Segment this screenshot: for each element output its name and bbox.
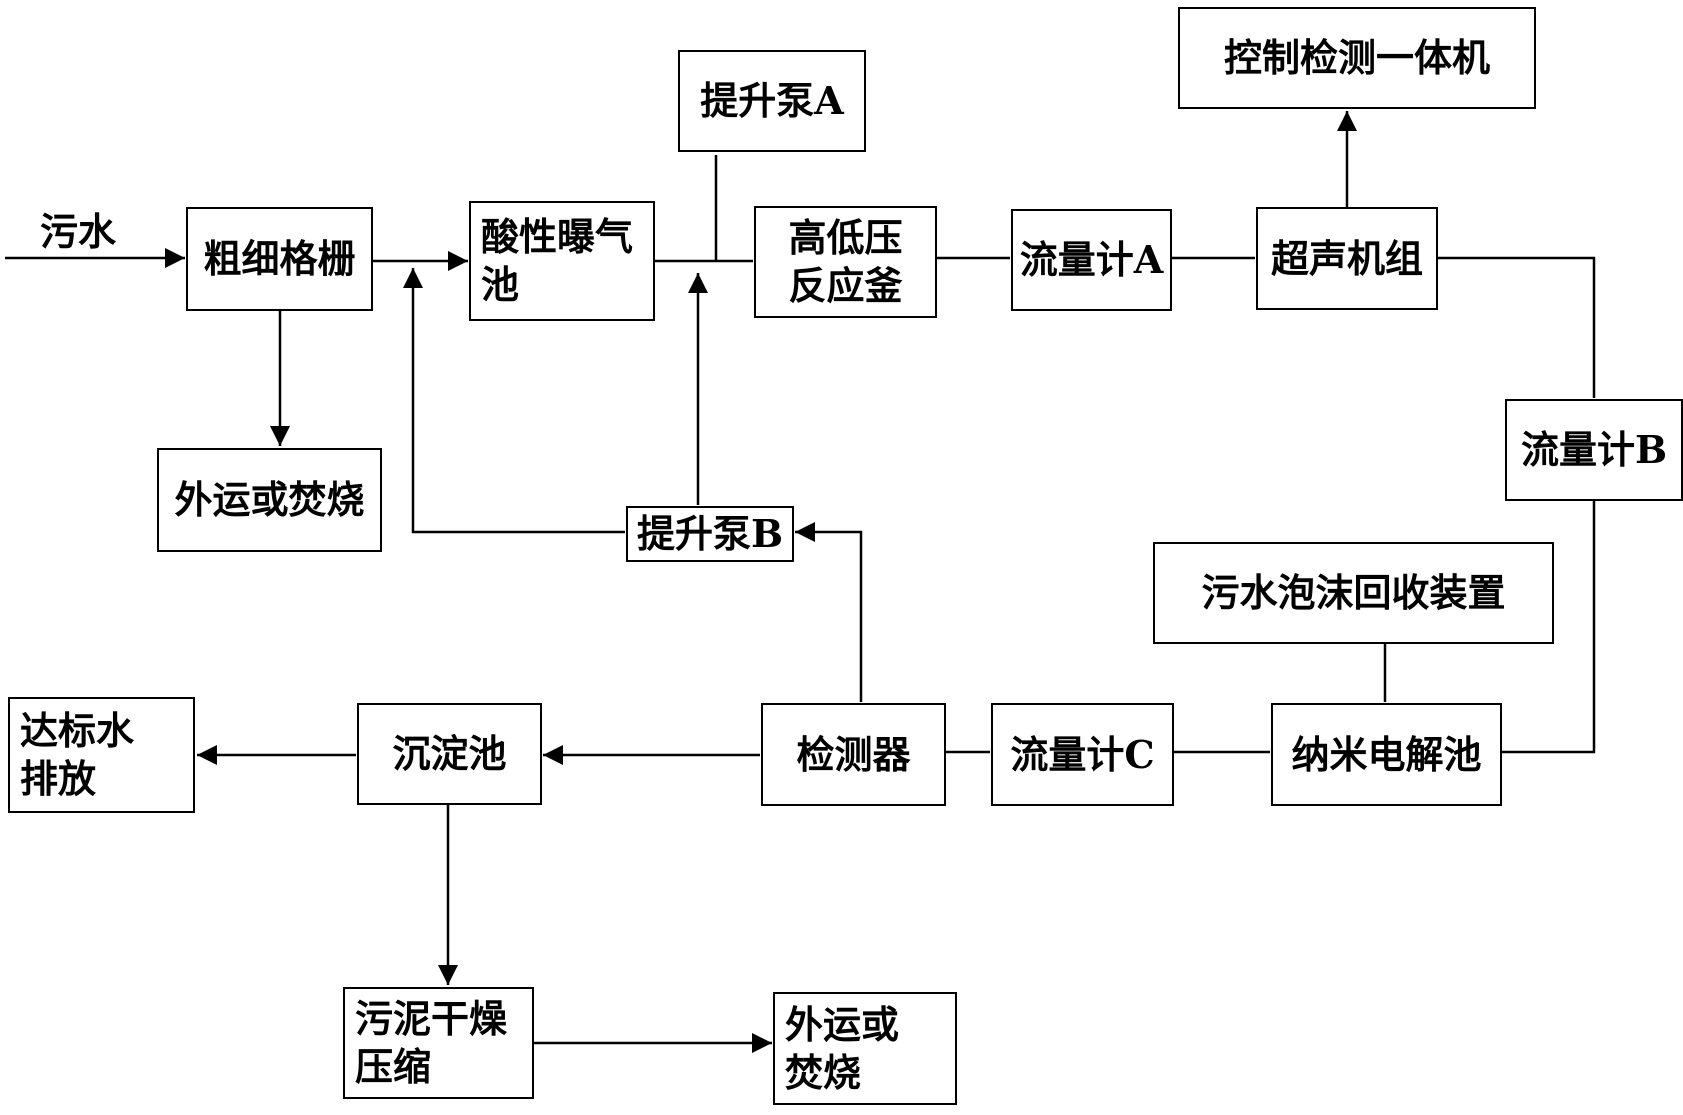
acid-aeration-tank-label: 酸性曝气池	[481, 214, 634, 307]
high-low-pressure-reactor-box: 高低压反应釜	[754, 206, 937, 318]
control-detection-machine-label: 控制检测一体机	[1223, 35, 1490, 80]
discharge-standard-water-label: 达标水排放	[20, 708, 135, 801]
coarse-fine-grid-label: 粗细格栅	[203, 236, 356, 281]
detector-to-pump-b-arrow	[795, 522, 863, 702]
ultrasonic-unit-label: 超声机组	[1270, 235, 1423, 281]
sludge-drying-compression-label: 污泥干燥压缩	[355, 996, 508, 1089]
flowmeter-b-box: 流量计B	[1505, 399, 1683, 501]
ultrasonic-unit-box: 超声机组	[1256, 207, 1438, 310]
lift-pump-a-label: 提升泵A	[700, 78, 844, 123]
flowmeter-c-box: 流量计C	[991, 703, 1174, 806]
foam-recovery-device-label: 污水泡沫回收装置	[1201, 570, 1506, 615]
flowmeter-a-box: 流量计A	[1011, 209, 1172, 311]
ultrasonic-to-flowmeter-b-line	[1438, 256, 1596, 398]
flowmeter-c-label: 流量计C	[1010, 731, 1155, 777]
lift-pump-a-box: 提升泵A	[678, 50, 866, 152]
nano-electrolysis-tank-box: 纳米电解池	[1271, 703, 1502, 806]
lift-pump-b-label: 提升泵B	[636, 511, 784, 556]
transport-or-incinerate-box-2: 外运或焚烧	[773, 992, 957, 1105]
nano-electrolysis-tank-label: 纳米电解池	[1291, 731, 1482, 777]
discharge-standard-water-box: 达标水排放	[8, 697, 195, 813]
sedimentation-tank-label: 沉淀池	[392, 731, 507, 776]
flowmeter-b-to-electrolysis-line	[1502, 500, 1596, 754]
control-detection-machine-box: 控制检测一体机	[1178, 7, 1536, 109]
high-low-pressure-reactor-label: 高低压反应釜	[788, 215, 903, 308]
pump-b-to-aeration-arrow	[403, 268, 625, 534]
coarse-fine-grid-box: 粗细格栅	[186, 207, 373, 311]
lift-pump-b-box: 提升泵B	[626, 506, 794, 562]
inlet-label: 污水	[40, 209, 117, 254]
flowmeter-a-label: 流量计A	[1019, 237, 1164, 282]
sedimentation-tank-box: 沉淀池	[357, 703, 542, 805]
acid-aeration-tank-box: 酸性曝气池	[469, 201, 655, 321]
flowmeter-b-label: 流量计B	[1520, 427, 1668, 472]
sludge-drying-compression-box: 污泥干燥压缩	[343, 987, 534, 1099]
transport-or-incinerate-box-1: 外运或焚烧	[157, 448, 382, 552]
transport-or-incinerate-label-2: 外运或焚烧	[785, 1001, 900, 1095]
foam-recovery-device-box: 污水泡沫回收装置	[1153, 542, 1554, 644]
transport-or-incinerate-label-1: 外运或焚烧	[174, 477, 365, 522]
detector-box: 检测器	[761, 703, 946, 806]
detector-label: 检测器	[796, 731, 911, 777]
